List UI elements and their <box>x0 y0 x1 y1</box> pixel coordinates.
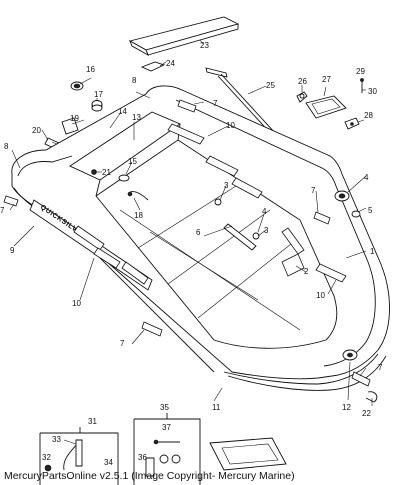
screw-29[interactable] <box>360 78 364 93</box>
callout-9: 9 <box>10 246 15 255</box>
callout-36: 36 <box>138 453 147 462</box>
tow-eye-12[interactable] <box>342 349 358 361</box>
callout-7d: 7 <box>120 339 125 348</box>
callout-27: 27 <box>322 75 331 84</box>
callout-3a: 3 <box>224 181 229 190</box>
tube-handles[interactable] <box>73 123 347 285</box>
callout-4b: 4 <box>262 207 267 216</box>
callout-8a: 8 <box>132 76 137 85</box>
callout-18: 18 <box>134 211 143 220</box>
callout-3b: 3 <box>264 226 269 235</box>
callout-28: 28 <box>364 111 373 120</box>
callout-31: 31 <box>88 417 97 426</box>
plate-27[interactable] <box>305 95 347 119</box>
callout-33: 33 <box>52 435 61 444</box>
callout-1: 1 <box>370 247 375 256</box>
kit-box-31[interactable] <box>39 427 119 485</box>
callout-12: 12 <box>342 403 351 412</box>
seat-pad[interactable] <box>140 61 166 72</box>
callout-10b: 10 <box>316 291 325 300</box>
shackle-22[interactable] <box>365 391 378 403</box>
callout-35: 35 <box>160 403 169 412</box>
callout-34: 34 <box>104 458 113 467</box>
leader-lines <box>9 39 373 445</box>
callout-22: 22 <box>362 409 371 418</box>
callout-8b: 8 <box>4 142 9 151</box>
callout-29: 29 <box>356 67 365 76</box>
valve-2[interactable] <box>281 253 305 277</box>
oarlock-28[interactable] <box>344 117 360 130</box>
callout-30: 30 <box>368 87 377 96</box>
callout-17: 17 <box>94 90 103 99</box>
oarlock-small[interactable] <box>296 91 308 103</box>
callout-26: 26 <box>298 77 307 86</box>
fittings-inner[interactable] <box>91 169 260 251</box>
callout-37: 37 <box>162 423 171 432</box>
callout-4: 4 <box>364 173 369 182</box>
bracket-4-5[interactable] <box>334 190 361 218</box>
kit-box-35[interactable] <box>133 413 201 485</box>
callout-7e: 7 <box>378 363 383 372</box>
valve-cap-17[interactable] <box>91 100 103 112</box>
callout-10a: 10 <box>226 121 235 130</box>
callout-25: 25 <box>266 81 275 90</box>
callout-6: 6 <box>196 228 201 237</box>
callout-21: 21 <box>102 168 111 177</box>
callout-20: 20 <box>32 126 41 135</box>
callout-7a: 7 <box>213 99 218 108</box>
tow-rings[interactable] <box>3 99 371 387</box>
callout-19: 19 <box>70 114 79 123</box>
callout-5: 5 <box>368 206 373 215</box>
callout-15: 15 <box>128 157 137 166</box>
callout-numbers: 23 24 25 26 27 28 29 30 16 8 17 7 14 19 … <box>0 41 383 467</box>
callout-7b: 7 <box>311 186 316 195</box>
seat-bench[interactable] <box>128 16 240 57</box>
callout-32: 32 <box>42 453 51 462</box>
callout-7c: 7 <box>0 206 5 215</box>
callout-23: 23 <box>200 41 209 50</box>
callout-10c: 10 <box>72 299 81 308</box>
callout-16: 16 <box>86 65 95 74</box>
repair-bag[interactable] <box>209 437 287 471</box>
callout-24: 24 <box>166 59 175 68</box>
callout-14: 14 <box>118 107 127 116</box>
callout-13: 13 <box>132 113 141 122</box>
copyright-footer: MercuryPartsOnline v2.5.1 (Image Copyrig… <box>4 470 295 482</box>
patch-19[interactable] <box>61 117 79 135</box>
callout-11: 11 <box>212 403 221 412</box>
callout-2: 2 <box>304 267 309 276</box>
